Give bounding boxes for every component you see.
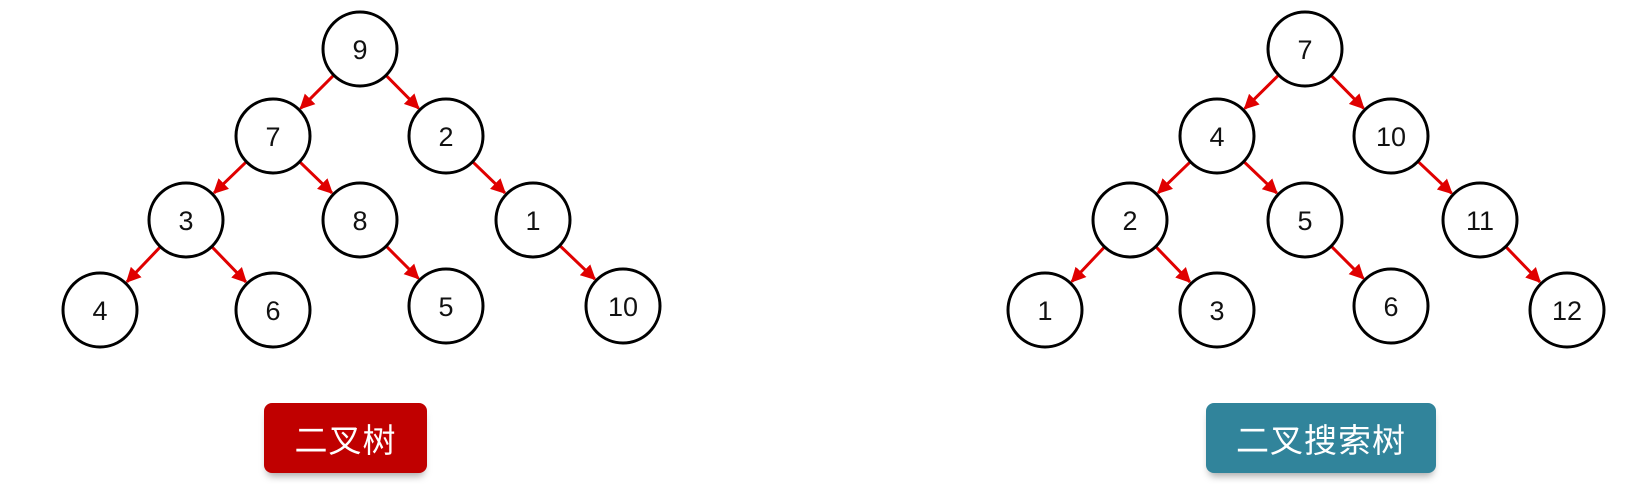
tree-node-b10: 10 [1352,97,1430,175]
edge-arrow-a9-a7 [299,74,335,110]
node-value: 1 [1037,296,1052,326]
edge-arrow-a3-a6 [211,246,247,284]
node-circle [234,97,312,175]
edge-arrow-a2-a1 [472,161,507,194]
node-value: 9 [352,35,367,65]
tree-node-a7: 7 [234,97,312,175]
edge-arrow-b7-b10 [1330,74,1365,110]
node-circle [1352,97,1430,175]
tree-node-a10: 10 [584,267,662,345]
node-value: 11 [1466,206,1494,236]
tree-node-b6: 6 [1352,267,1430,345]
tree-node-b5: 5 [1266,181,1344,259]
edge-arrow-b5-b6 [1330,245,1365,280]
tree-node-a2: 2 [407,97,485,175]
node-value: 5 [1297,206,1312,236]
node-circle [407,97,485,175]
node-value: 3 [178,206,193,236]
edge-arrow-b10-b11 [1417,160,1453,195]
tree-node-b7: 7 [1266,10,1344,88]
tree-node-a8: 8 [321,181,399,259]
node-value: 5 [438,292,453,322]
node-value: 4 [1209,122,1224,152]
node-circle [1091,181,1169,259]
node-circle [584,267,662,345]
node-circle [234,271,312,349]
tree-node-a9: 9 [321,10,399,88]
edge-arrow-a8-a5 [385,245,420,280]
edge-arrow-b2-b1 [1070,246,1105,283]
node-circle [494,181,572,259]
edge-arrow-b2-b3 [1155,246,1191,284]
node-circle [1441,181,1519,259]
node-value: 2 [1122,206,1137,236]
node-circle [1006,271,1084,349]
node-circle [321,181,399,259]
edges-layer [125,74,1541,284]
tree-node-a1: 1 [494,181,572,259]
node-value: 7 [1297,35,1312,65]
node-circle [1178,97,1256,175]
node-value: 10 [1376,122,1406,152]
edge-arrow-a7-a8 [299,161,334,194]
tree-node-a6: 6 [234,271,312,349]
node-circle [1528,271,1606,349]
edge-arrow-a7-a3 [212,161,247,194]
node-value: 12 [1552,296,1582,326]
node-value: 6 [1383,292,1398,322]
node-circle [147,181,225,259]
edge-arrow-b4-b5 [1243,161,1278,195]
node-value: 8 [352,206,367,236]
edge-arrow-a3-a4 [125,246,161,283]
edge-arrow-b11-b12 [1505,246,1541,284]
tree-node-a3: 3 [147,181,225,259]
node-value: 10 [608,292,638,322]
tree-node-a4: 4 [61,271,139,349]
node-value: 4 [92,296,107,326]
node-value: 2 [438,122,453,152]
edge-arrow-b4-b2 [1156,161,1191,194]
tree-node-b12: 12 [1528,271,1606,349]
node-value: 6 [265,296,280,326]
node-value: 3 [1209,296,1224,326]
tree-node-b2: 2 [1091,181,1169,259]
node-circle [407,267,485,345]
binary-tree-label: 二叉树 [264,403,427,473]
edge-arrow-b7-b4 [1243,74,1280,110]
tree-node-b11: 11 [1441,181,1519,259]
node-circle [321,10,399,88]
node-circle [1178,271,1256,349]
edge-arrow-a1-a10 [559,245,596,281]
tree-node-b4: 4 [1178,97,1256,175]
tree-node-a5: 5 [407,267,485,345]
node-circle [61,271,139,349]
tree-node-b1: 1 [1006,271,1084,349]
node-value: 1 [525,206,540,236]
binary-search-tree-label: 二叉搜索树 [1206,403,1436,473]
node-circle [1352,267,1430,345]
node-circle [1266,181,1344,259]
edge-arrow-a9-a2 [385,74,420,110]
node-value: 7 [265,122,280,152]
tree-node-b3: 3 [1178,271,1256,349]
node-circle [1266,10,1344,88]
